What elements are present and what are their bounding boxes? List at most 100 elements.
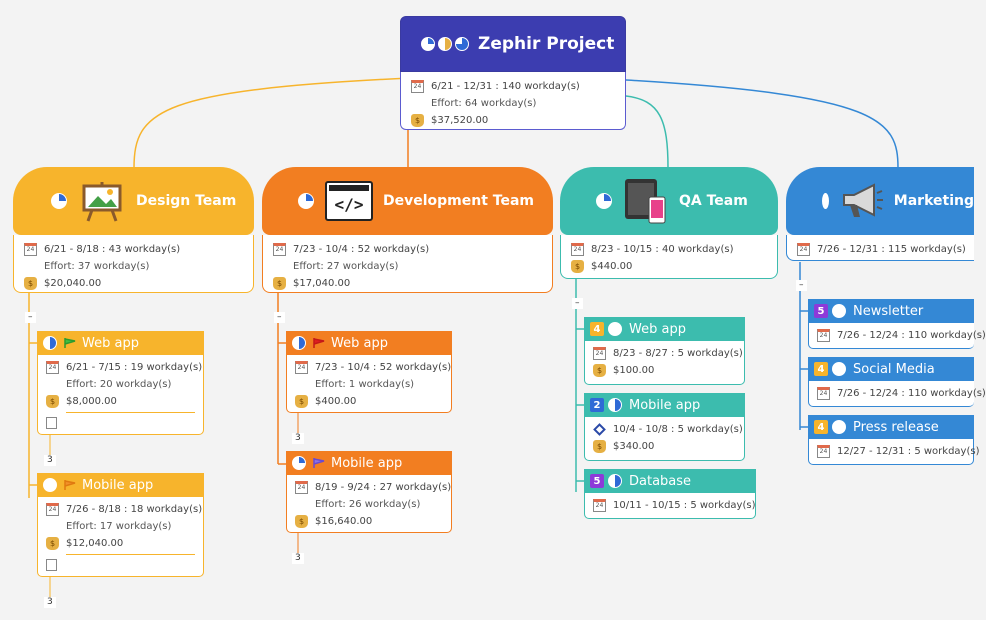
svg-text:</>: </> bbox=[335, 195, 364, 214]
design-task-mobile-app-header[interactable]: Mobile app bbox=[37, 473, 204, 497]
calendar-icon: 24 bbox=[593, 347, 606, 360]
task-label: Mobile app bbox=[82, 477, 154, 493]
money-bag-icon: $ bbox=[593, 364, 606, 377]
task-label: Social Media bbox=[853, 361, 935, 377]
divider bbox=[66, 412, 195, 413]
calendar-icon: 24 bbox=[817, 445, 830, 458]
progress-icon bbox=[292, 456, 306, 470]
progress-icon bbox=[455, 37, 469, 51]
task-dates: 8/23 - 8/27 : 5 workday(s) bbox=[613, 348, 743, 359]
qa-task-database-header[interactable]: 5 Database bbox=[584, 469, 756, 493]
collapse-toggle[interactable]: – bbox=[572, 298, 583, 309]
task-effort: Effort: 26 workday(s) bbox=[315, 499, 421, 510]
qa-task-database[interactable]: 5 Database 24 10/11 - 10/15 : 5 workday(s… bbox=[584, 469, 756, 519]
task-dates: 7/23 - 10/4 : 52 workday(s) bbox=[315, 362, 452, 373]
design-team-cost: $20,040.00 bbox=[44, 278, 102, 289]
tablet-phone-icon bbox=[623, 179, 669, 224]
marketing-task-press-release-header[interactable]: 4 Press release bbox=[808, 415, 974, 439]
qa-task-web-app[interactable]: 4 Web app 24 8/23 - 8/27 : 5 workday(s) $… bbox=[584, 317, 745, 385]
marketing-team-header[interactable]: Marketing bbox=[786, 167, 974, 235]
calendar-icon: 24 bbox=[273, 243, 286, 256]
priority-badge: 4 bbox=[814, 362, 828, 376]
qa-team-dates: 8/23 - 10/15 : 40 workday(s) bbox=[591, 244, 734, 255]
design-team-header[interactable]: Design Team bbox=[13, 167, 254, 235]
task-dates: 6/21 - 7/15 : 19 workday(s) bbox=[66, 362, 203, 373]
priority-badge: 5 bbox=[814, 304, 828, 318]
task-dates: 7/26 - 8/18 : 18 workday(s) bbox=[66, 504, 203, 515]
qa-task-mobile-app-header[interactable]: 2 Mobile app bbox=[584, 393, 745, 417]
root-effort: Effort: 64 workday(s) bbox=[431, 98, 537, 109]
root-cost: $37,520.00 bbox=[431, 115, 489, 126]
progress-icon bbox=[608, 322, 622, 336]
task-label: Press release bbox=[853, 419, 939, 435]
task-cost: $12,040.00 bbox=[66, 538, 124, 549]
design-team-title: Design Team bbox=[136, 193, 237, 209]
task-label: Web app bbox=[331, 335, 388, 351]
task-dates: 10/4 - 10/8 : 5 workday(s) bbox=[613, 424, 743, 435]
progress-icon bbox=[292, 336, 306, 350]
calendar-icon: 24 bbox=[593, 499, 606, 512]
note-icon[interactable] bbox=[46, 559, 57, 571]
child-count-badge[interactable]: 3 bbox=[292, 553, 304, 564]
qa-task-mobile-app[interactable]: 2 Mobile app 10/4 - 10/8 : 5 workday(s) … bbox=[584, 393, 745, 461]
collapse-toggle[interactable]: – bbox=[25, 312, 36, 323]
marketing-task-social-media-header[interactable]: 4 Social Media bbox=[808, 357, 974, 381]
money-bag-icon: $ bbox=[571, 260, 584, 273]
task-effort: Effort: 17 workday(s) bbox=[66, 521, 172, 532]
child-count-badge[interactable]: 3 bbox=[44, 455, 56, 466]
green-flag-icon bbox=[64, 338, 76, 348]
qa-task-web-app-header[interactable]: 4 Web app bbox=[584, 317, 745, 341]
collapse-toggle[interactable]: – bbox=[274, 312, 285, 323]
progress-icon bbox=[608, 398, 622, 412]
priority-badge: 4 bbox=[590, 322, 604, 336]
progress-icon bbox=[43, 478, 57, 492]
collapse-toggle[interactable]: – bbox=[796, 280, 807, 291]
child-count-badge[interactable]: 3 bbox=[292, 433, 304, 444]
qa-team-title: QA Team bbox=[679, 193, 748, 209]
qa-team-cost: $440.00 bbox=[591, 261, 633, 272]
calendar-icon: 24 bbox=[24, 243, 37, 256]
note-icon[interactable] bbox=[46, 417, 57, 429]
child-count-badge[interactable]: 3 bbox=[44, 597, 56, 608]
money-bag-icon: $ bbox=[295, 515, 308, 528]
dev-task-web-app-header[interactable]: Web app bbox=[286, 331, 452, 355]
money-bag-icon: $ bbox=[46, 395, 59, 408]
qa-team-header[interactable]: QA Team bbox=[560, 167, 778, 235]
task-dates: 7/26 - 12/24 : 110 workday(s) bbox=[837, 388, 986, 399]
design-task-web-app-header[interactable]: Web app bbox=[37, 331, 204, 355]
progress-icon bbox=[822, 193, 829, 209]
progress-icon bbox=[608, 474, 622, 488]
task-label: Mobile app bbox=[629, 397, 701, 413]
marketing-team-title: Marketing bbox=[893, 193, 974, 209]
task-dates: 10/11 - 10/15 : 5 workday(s) bbox=[613, 500, 756, 511]
dev-task-mobile-app-header[interactable]: Mobile app bbox=[286, 451, 452, 475]
task-label: Newsletter bbox=[853, 303, 924, 319]
orange-flag-icon bbox=[64, 480, 76, 490]
money-bag-icon: $ bbox=[593, 440, 606, 453]
root-topic-header[interactable]: Zephir Project bbox=[400, 16, 626, 72]
dev-team-header[interactable]: </> Development Team bbox=[262, 167, 553, 235]
calendar-icon: 24 bbox=[817, 329, 830, 342]
task-effort: Effort: 20 workday(s) bbox=[66, 379, 172, 390]
task-cost: $16,640.00 bbox=[315, 516, 373, 527]
code-window-icon: </> bbox=[325, 181, 373, 221]
marketing-task-newsletter-header[interactable]: 5 Newsletter bbox=[808, 299, 974, 323]
